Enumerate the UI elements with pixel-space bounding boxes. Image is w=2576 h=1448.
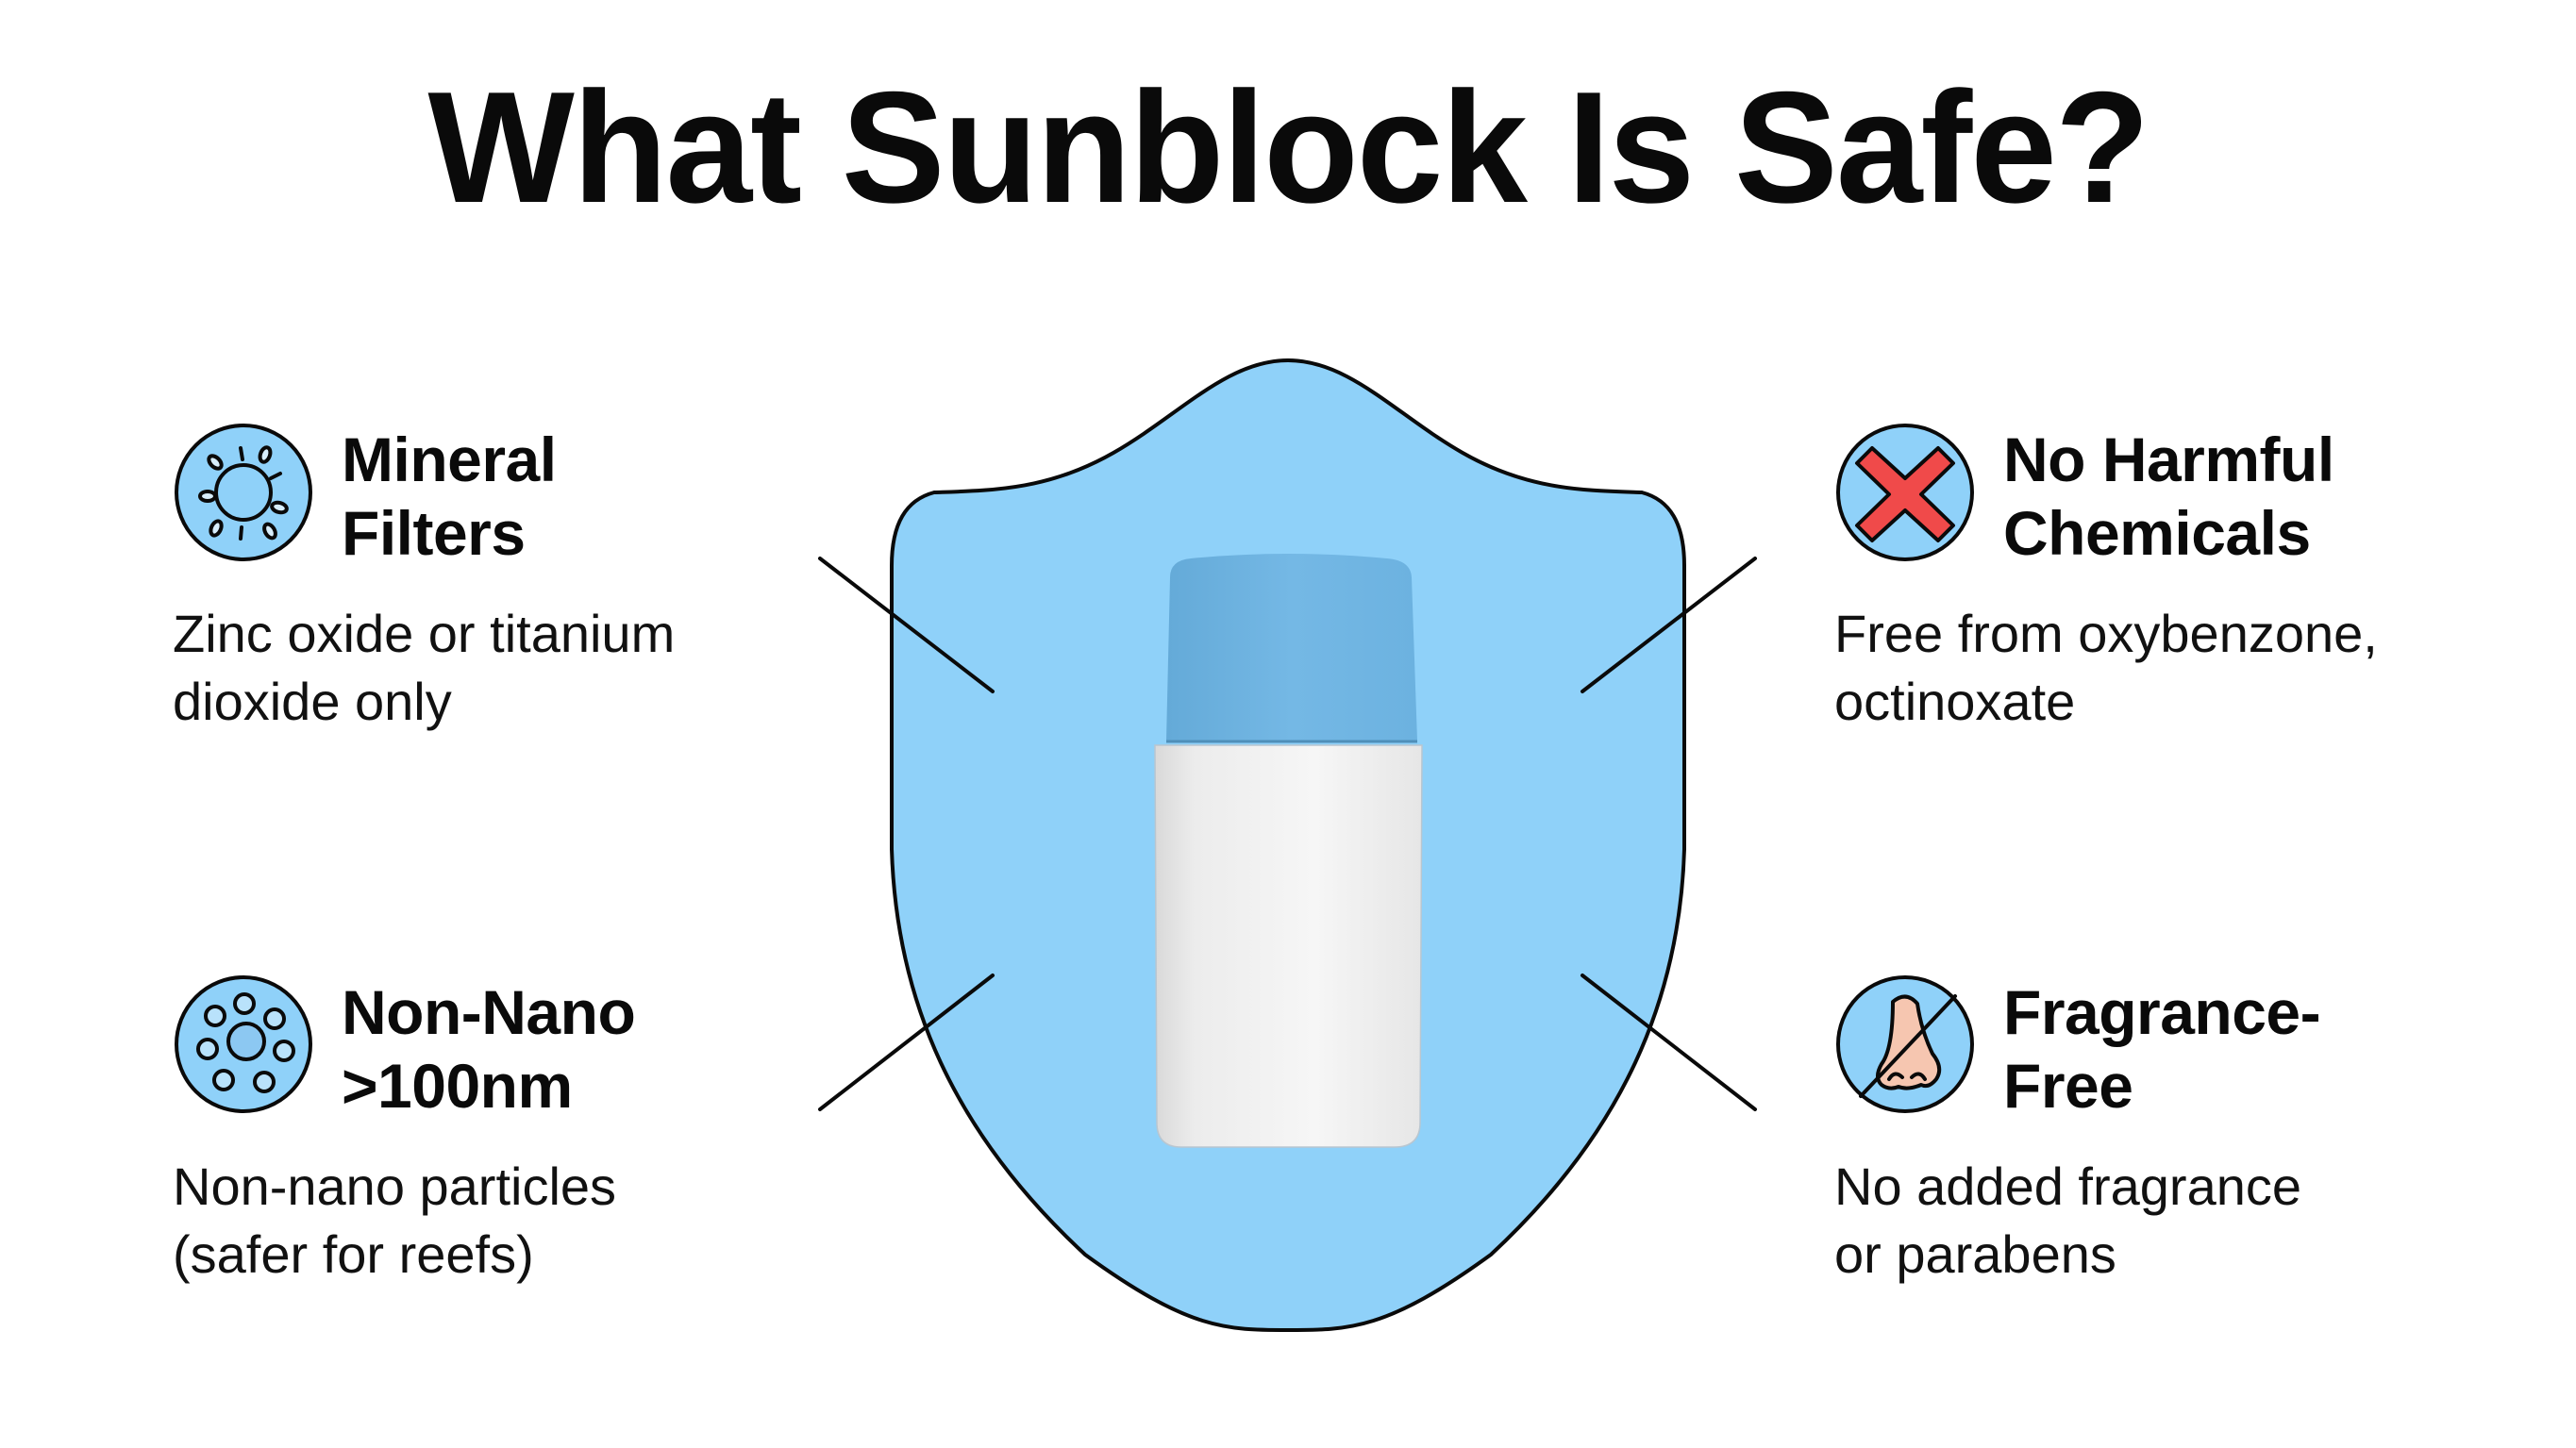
feature-description: Non-nano particles: [173, 1157, 617, 1216]
connector-lines: [818, 557, 1757, 1111]
particles-icon: [175, 975, 312, 1113]
feature-heading: Free: [2003, 1051, 2133, 1121]
feature-description: octinoxate: [1834, 672, 2076, 731]
feature-heading: Fragrance-: [2003, 977, 2321, 1047]
feature-heading: No Harmful: [2003, 424, 2334, 494]
feature-description: or parabens: [1834, 1224, 2116, 1284]
feature-description: dioxide only: [173, 672, 452, 731]
no-nose-icon: [1836, 975, 1974, 1113]
feature-heading: Chemicals: [2003, 498, 2311, 568]
feature-heading: Filters: [342, 498, 526, 568]
page-title: What Sunblock Is Safe?: [427, 58, 2149, 236]
x-mark-icon: [1836, 424, 1974, 561]
feature-heading: >100nm: [342, 1051, 573, 1121]
sun-icon: [175, 424, 312, 561]
feature-description: Zinc oxide or titanium: [173, 604, 676, 663]
feature-heading: Mineral: [342, 424, 557, 494]
feature-description: (safer for reefs): [173, 1224, 534, 1284]
feature-heading: Non-Nano: [342, 977, 636, 1047]
sunscreen-bottle: [1154, 554, 1423, 1148]
feature-description: Free from oxybenzone,: [1834, 604, 2378, 663]
feature-description: No added fragrance: [1834, 1157, 2302, 1216]
